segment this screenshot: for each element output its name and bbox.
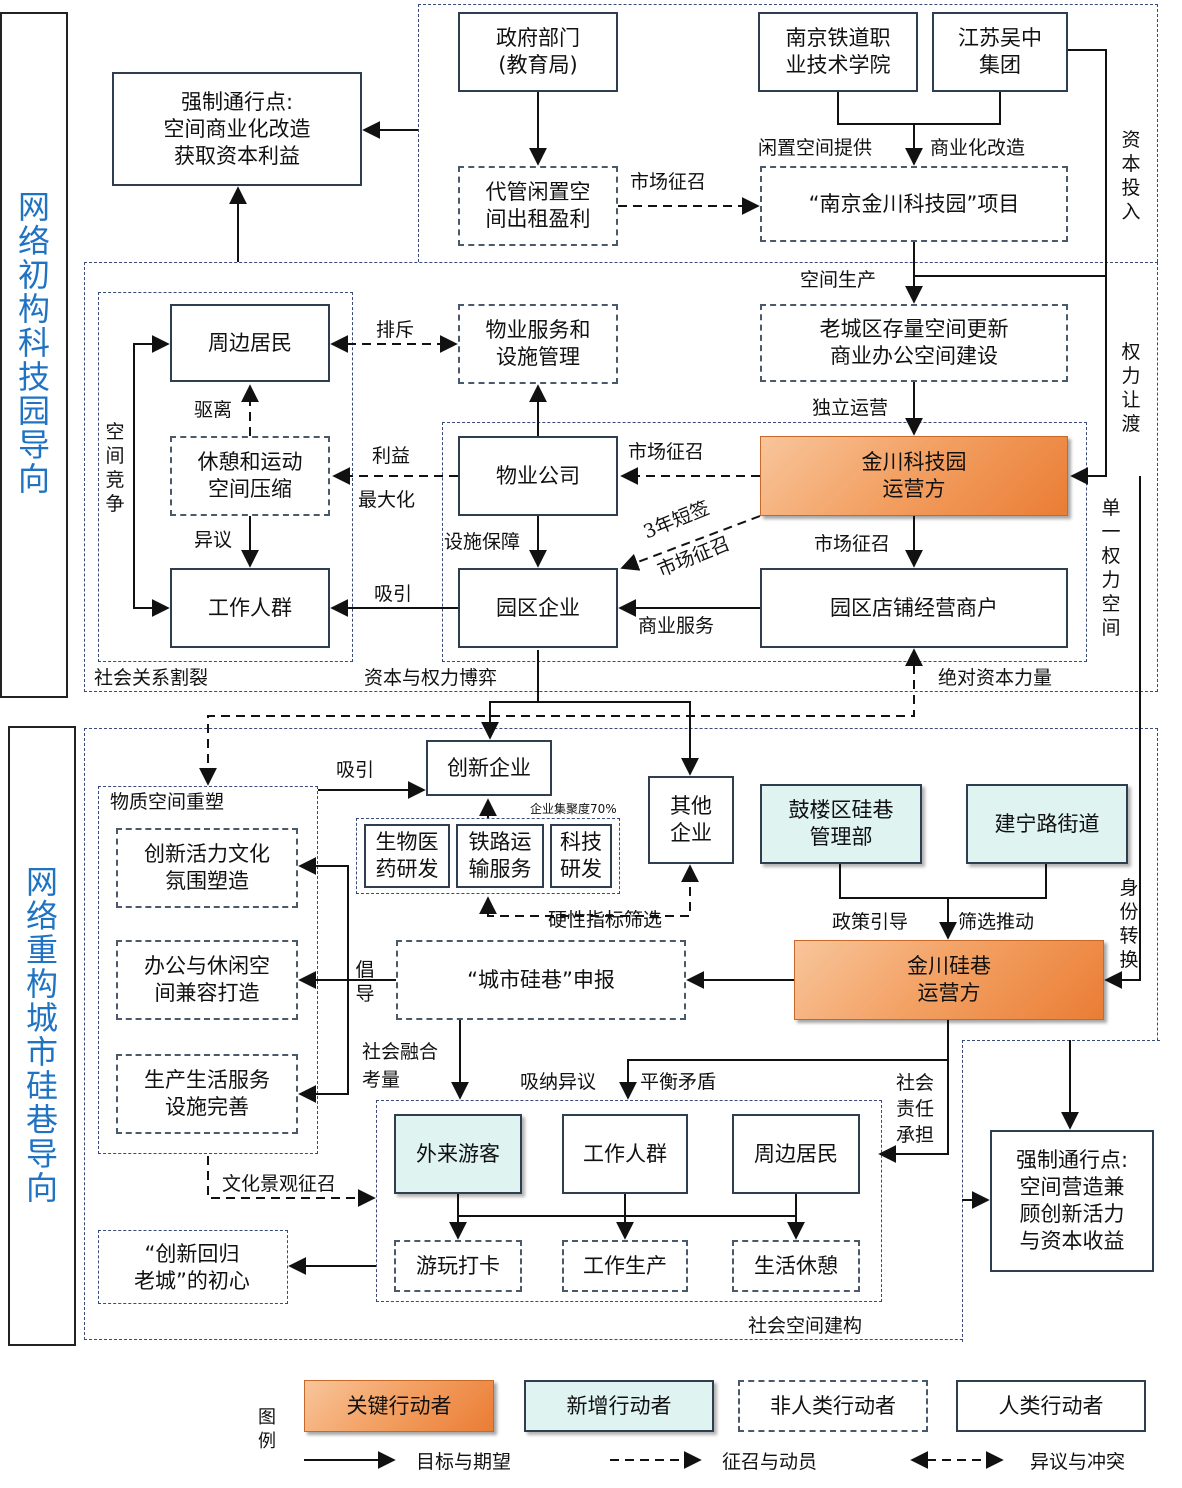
- label-absolute-capital: 绝对资本力量: [938, 667, 1053, 689]
- bottom-section-title: 网络重构 城市硅巷导向: [25, 863, 58, 1207]
- legend-key-actor: 关键行动者: [304, 1380, 494, 1432]
- edge-advocate-1: [298, 857, 396, 981]
- park-project-node: “南京金川科技园”项目: [760, 166, 1068, 242]
- rail-college-node: 南京铁道职 业技术学院: [758, 12, 918, 92]
- legend-new-actor: 新增行动者: [524, 1380, 714, 1432]
- edge-game-down: [481, 650, 539, 740]
- idle-space-node: 代管闲置空 间出租盈利: [458, 166, 618, 246]
- workers-bottom-node: 工作人群: [562, 1114, 688, 1194]
- opp-bottom-node: 强制通行点: 空间营造兼 顾创新活力 与资本收益: [990, 1130, 1154, 1272]
- label-identity-switch: 身 份 转 换: [1119, 877, 1139, 971]
- work-node: 工作生产: [562, 1240, 688, 1292]
- edge-power-transfer: [1070, 276, 1107, 485]
- legend-nonhuman-actor: 非人类行动者: [738, 1380, 928, 1432]
- label-interest: 利益: [372, 445, 411, 467]
- other-firms-node: 其他 企业: [648, 776, 734, 864]
- label-maximize: 最大化: [358, 489, 416, 511]
- workers-top-node: 工作人群: [170, 568, 330, 648]
- edge-culture-recruit: [207, 1156, 376, 1207]
- rest-node: 生活休憩: [732, 1240, 860, 1292]
- shop-merchants-node: 园区店铺经营商户: [760, 568, 1068, 648]
- edge-game-to-other: [538, 701, 699, 776]
- return-oldcity-node: “创新回归 老城”的初心: [134, 1242, 250, 1293]
- wuzhong-node: 江苏吴中 集团: [932, 12, 1068, 92]
- services-node: 生产生活服务 设施完善: [116, 1054, 298, 1134]
- residents-top-node: 周边居民: [170, 304, 330, 382]
- bio-node: 生物医 药研发: [364, 824, 450, 888]
- label-space-compete: 空 间 竞 争: [105, 421, 125, 515]
- residents-bottom-node: 周边居民: [732, 1114, 860, 1194]
- label-social-fusion: 社会融合 考量: [362, 1041, 439, 1091]
- label-commercial-reform: 商业化改造: [930, 137, 1026, 159]
- tourists-node: 外来游客: [394, 1114, 522, 1194]
- property-service-node: 物业服务和 设施管理: [458, 304, 618, 384]
- label-market-recruit-4: 市场征召: [814, 533, 891, 555]
- leisure-compress-node: 休憩和运动 空间压缩: [170, 436, 330, 516]
- label-power-transfer: 权 力 让 渡: [1121, 341, 1141, 435]
- edge-hard-index: [479, 864, 699, 917]
- label-independent-ops: 独立运营: [812, 397, 889, 419]
- label-social-resp: 社会 责任 承担: [896, 1072, 935, 1146]
- frame-top-upper: [418, 4, 1158, 262]
- label-market-recruit-2: 市场征召: [628, 441, 705, 463]
- edge-operator-down: [619, 1020, 949, 1100]
- top-section-title: 网络初构 科技园导向: [17, 188, 50, 498]
- label-balance-conflict: 平衡矛盾: [640, 1071, 717, 1093]
- gov-node: 政府部门 (教育局): [458, 12, 618, 92]
- label-idle-provide: 闲置空间提供: [758, 137, 873, 159]
- label-space-production: 空间生产: [800, 269, 877, 291]
- legend-conflict-label: 异议与冲突: [1030, 1451, 1126, 1473]
- frame-social-space: [376, 1100, 882, 1302]
- label-culture-recruit: 文化景观征召: [222, 1173, 337, 1195]
- label-absorb-objection: 吸纳异议: [520, 1071, 597, 1093]
- label-commercial-service: 商业服务: [638, 615, 715, 637]
- label-hard-index: 硬性指标筛选: [548, 909, 663, 931]
- label-capital-input: 资 本 投 入: [1121, 129, 1141, 223]
- edge-social-resp: [878, 1060, 949, 1163]
- play-node: 游玩打卡: [394, 1240, 522, 1292]
- park-operator-node: 金川科技园 运营方: [760, 436, 1068, 516]
- office-leisure-node: 办公与休闲空 间兼容打造: [116, 940, 298, 1020]
- label-physical-reshape: 物质空间重塑: [110, 791, 225, 813]
- edge-capital-input: [914, 49, 1107, 277]
- top-section-title-bar: [0, 12, 68, 698]
- park-firms-node: 园区企业: [458, 568, 618, 648]
- edge-capital-to-reshape: [199, 648, 923, 786]
- edge-gov-merge: [839, 864, 1047, 899]
- culture-atmos-node: 创新活力文化 氛围塑造: [116, 828, 298, 908]
- edge-space-compete: [133, 335, 170, 617]
- label-policy-guide: 政策引导: [832, 911, 909, 933]
- label-social-split: 社会关系割裂: [94, 667, 209, 689]
- label-cluster-degree: 企业集聚度70%: [530, 802, 617, 816]
- silicon-apply-node: “城市硅巷”申报: [396, 940, 686, 1020]
- frame-opp-bottom: [962, 1040, 1160, 1342]
- frame-physical-reshape: [98, 786, 318, 1154]
- label-advocate: 倡 导: [355, 959, 375, 1005]
- frame-return-oldcity: [98, 1230, 288, 1304]
- jianning-node: 建宁路街道: [966, 784, 1128, 864]
- old-city-node: 老城区存量空间更新 商业办公空间建设: [760, 304, 1068, 382]
- edge-advocate-3: [298, 980, 349, 1103]
- edge-owners-merge: [837, 92, 1001, 125]
- legend-human-actor: 人类行动者: [956, 1380, 1146, 1432]
- legend-recruit-label: 征召与动员: [722, 1451, 818, 1473]
- edge-operator-to-firms: [620, 515, 761, 571]
- opp-top-node: 强制通行点: 空间商业化改造 获取资本利益: [112, 72, 362, 186]
- label-screen-push: 筛选推动: [958, 911, 1035, 933]
- label-attract-1: 吸引: [374, 583, 413, 605]
- label-single-power: 单 一 权 力 空 间: [1101, 497, 1121, 639]
- label-expel: 驱离: [194, 399, 233, 421]
- label-facility-guarantee: 设施保障: [444, 531, 521, 553]
- label-market-recruit-1: 市场征召: [630, 171, 707, 193]
- legend-title: 图 例: [258, 1407, 276, 1452]
- property-company-node: 物业公司: [458, 436, 618, 516]
- label-objection: 异议: [194, 529, 233, 551]
- edge-identity-switch: [1104, 476, 1141, 989]
- silicon-operator-node: 金川硅巷 运营方: [794, 940, 1104, 1020]
- label-social-space: 社会空间建构: [748, 1315, 863, 1337]
- bottom-section-title-bar: [8, 726, 76, 1346]
- legend-goal-label: 目标与期望: [416, 1451, 512, 1473]
